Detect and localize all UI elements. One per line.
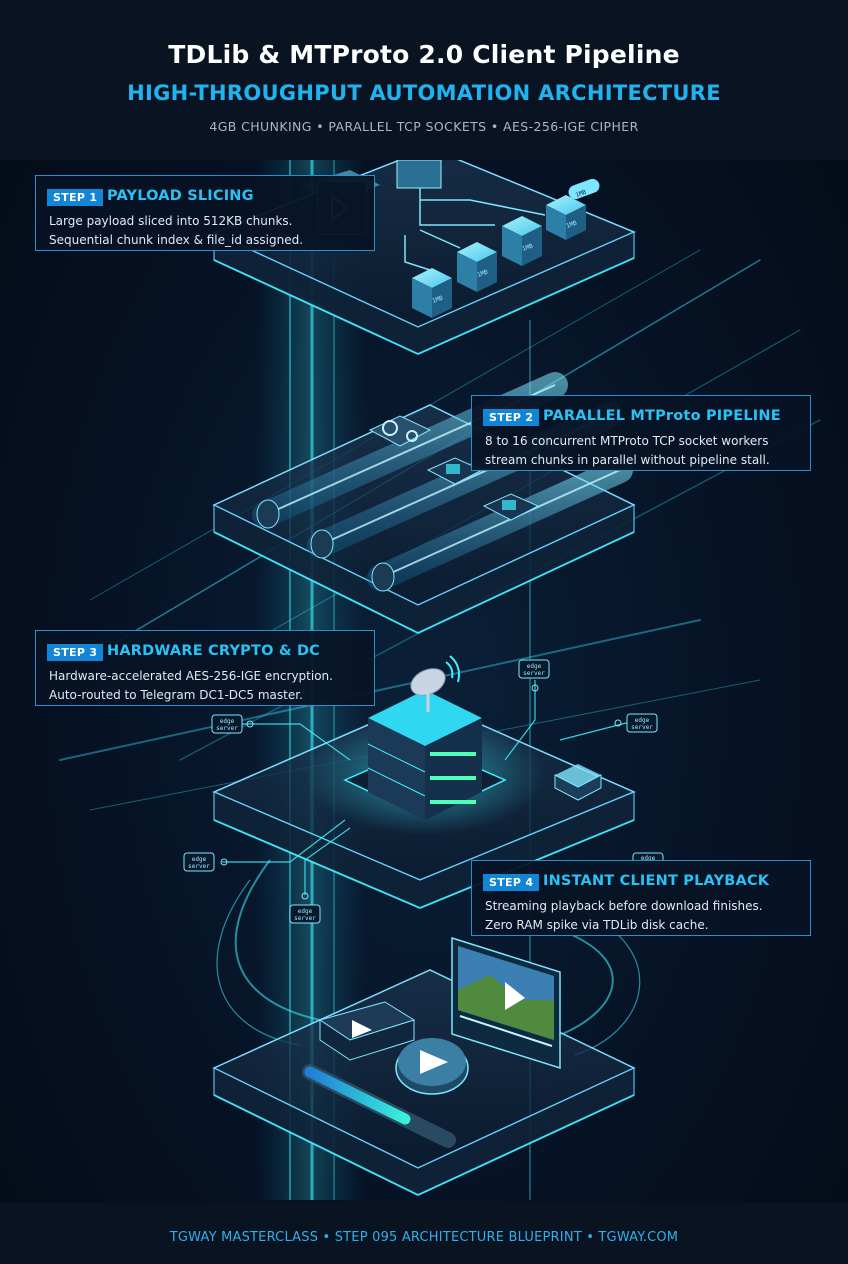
plate-crypto-dc <box>212 655 640 909</box>
footer: TGWAY MASTERCLASS • STEP 095 ARCHITECTUR… <box>0 1203 848 1264</box>
chunk-cube: 1MB <box>457 242 497 292</box>
chunk-cube: 1MB <box>546 195 586 240</box>
play-button <box>395 1038 469 1095</box>
step-badge: STEP 1 <box>47 189 104 206</box>
step-title: PAYLOAD SLICING <box>107 188 254 204</box>
svg-text:edge: edge <box>641 855 656 862</box>
step-title: HARDWARE CRYPTO & DC <box>107 643 321 659</box>
svg-text:server: server <box>188 863 210 870</box>
page-tagline: 4GB CHUNKING • PARALLEL TCP SOCKETS • AE… <box>209 119 639 134</box>
step-description: Large payload sliced into 512KB chunks. <box>49 214 293 228</box>
svg-text:edge: edge <box>192 856 207 863</box>
step-description: Zero RAM spike via TDLib disk cache. <box>485 918 709 932</box>
step-badge: STEP 3 <box>47 644 104 661</box>
page-title: TDLib & MTProto 2.0 Client Pipeline <box>168 40 680 69</box>
step-title: PARALLEL MTProto PIPELINE <box>543 408 781 424</box>
edge-server-node: edge server <box>211 714 254 734</box>
footer-text: TGWAY MASTERCLASS • STEP 095 ARCHITECTUR… <box>169 1230 679 1245</box>
step-badge: STEP 2 <box>483 409 540 426</box>
video-screen <box>451 936 561 1070</box>
chunk-cube: 1MB <box>412 268 452 318</box>
plate-client-playback <box>212 936 636 1196</box>
step-badge: STEP 4 <box>483 874 540 891</box>
step-description: stream chunks in parallel without pipeli… <box>485 453 770 467</box>
svg-text:edge: edge <box>220 718 235 725</box>
chunk-tag: 1MB <box>568 178 600 200</box>
chunk-label: 1MB <box>476 268 489 278</box>
svg-text:edge: edge <box>298 908 313 915</box>
svg-text:server: server <box>294 915 316 922</box>
step-description: Hardware-accelerated AES-256-IGE encrypt… <box>49 669 333 683</box>
progress-bar <box>302 1064 456 1148</box>
gear-icon <box>368 415 432 447</box>
step-description: Sequential chunk index & file_id assigne… <box>49 233 304 247</box>
step-1-callout: STEP 1 PAYLOAD SLICING Large payload sli… <box>35 175 375 251</box>
step-3-callout: STEP 3 HARDWARE CRYPTO & DC Hardware-acc… <box>35 630 375 706</box>
page-subtitle: HIGH-THROUGHPUT AUTOMATION ARCHITECTURE <box>127 81 721 105</box>
svg-text:edge: edge <box>527 663 542 670</box>
play-card <box>318 1001 416 1061</box>
edge-server-node: edge server <box>614 713 658 733</box>
chunk-label: 1MB <box>521 242 534 252</box>
svg-text:edge: edge <box>635 717 650 724</box>
svg-text:server: server <box>523 670 545 677</box>
module-icon <box>554 764 602 801</box>
step-description: 8 to 16 concurrent MTProto TCP socket wo… <box>485 434 769 448</box>
satellite-dish-icon <box>410 655 460 712</box>
chunk-cube: 1MB <box>502 216 542 266</box>
edge-server-node: edge server <box>183 852 228 872</box>
socket-tube <box>367 457 633 592</box>
step-description: Auto-routed to Telegram DC1-DC5 master. <box>49 688 303 702</box>
play-icon <box>505 982 525 1010</box>
step-title: INSTANT CLIENT PLAYBACK <box>543 873 770 889</box>
play-icon <box>420 1050 448 1074</box>
step-4-callout: STEP 4 INSTANT CLIENT PLAYBACK Streaming… <box>471 860 811 936</box>
step-2-callout: STEP 2 PARALLEL MTProto PIPELINE 8 to 16… <box>471 395 811 471</box>
play-icon <box>352 1020 372 1038</box>
chunk-label: 1MB <box>431 294 444 304</box>
svg-text:server: server <box>631 724 653 731</box>
header: TDLib & MTProto 2.0 Client Pipeline HIGH… <box>0 0 848 160</box>
chunk-label: 1MB <box>575 189 588 199</box>
edge-server-node: edge server <box>289 892 321 924</box>
edge-server-node: edge server <box>518 659 550 692</box>
svg-text:server: server <box>216 725 238 732</box>
chunk-label: 1MB <box>565 219 578 229</box>
server-stack-icon <box>343 690 507 820</box>
step-description: Streaming playback before download finis… <box>485 899 763 913</box>
cpu-chip-icon <box>482 493 540 521</box>
